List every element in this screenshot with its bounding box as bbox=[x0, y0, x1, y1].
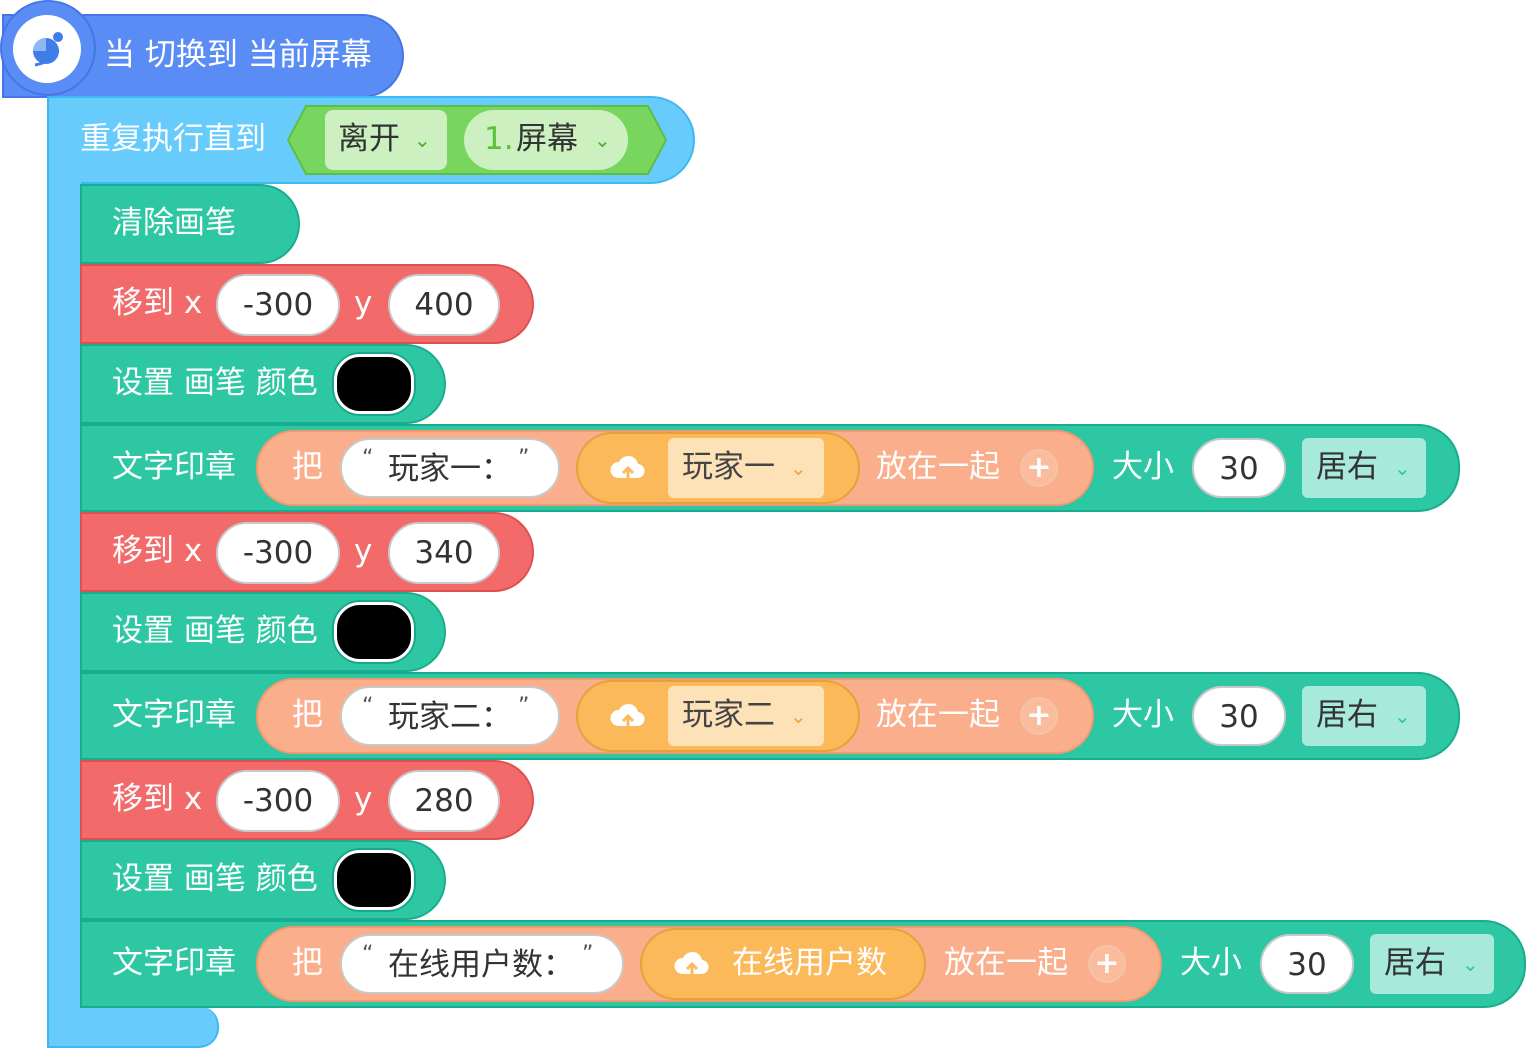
text-stamp-label: 文字印章 bbox=[112, 449, 236, 485]
y-label: y bbox=[354, 285, 373, 321]
plus-icon[interactable]: + bbox=[1020, 449, 1058, 487]
open-quote: “ bbox=[362, 446, 374, 471]
x-input[interactable]: -300 bbox=[216, 274, 340, 336]
screen-number: 1. bbox=[484, 121, 514, 157]
pen-color-label: 设置 画笔 颜色 bbox=[112, 613, 318, 649]
plus-icon[interactable]: + bbox=[1088, 945, 1126, 983]
x-input[interactable]: -300 bbox=[216, 522, 340, 584]
chevron-down-icon: ⌄ bbox=[1462, 952, 1479, 976]
y-input[interactable]: 400 bbox=[388, 274, 500, 336]
join-prefix: 把 bbox=[292, 697, 323, 733]
screen-dropdown[interactable] bbox=[464, 110, 628, 170]
text-input[interactable]: 玩家二： bbox=[340, 686, 560, 746]
pen-color-label: 设置 画笔 颜色 bbox=[112, 365, 318, 401]
close-quote: ” bbox=[582, 942, 594, 967]
cloud-upload-icon bbox=[608, 448, 648, 488]
join-prefix: 把 bbox=[292, 945, 323, 981]
cloud-upload-icon bbox=[672, 944, 712, 984]
join-suffix: 放在一起 bbox=[944, 945, 1068, 981]
y-input[interactable]: 340 bbox=[388, 522, 500, 584]
variable-dropdown[interactable] bbox=[668, 438, 824, 498]
align-value: 居右 bbox=[1316, 449, 1378, 485]
size-input[interactable]: 30 bbox=[1192, 438, 1286, 498]
event-dropdown[interactable] bbox=[325, 110, 447, 170]
chevron-down-icon: ⌄ bbox=[594, 128, 611, 152]
event-dropdown-value: 离开 bbox=[338, 121, 400, 157]
close-quote: ” bbox=[518, 694, 530, 719]
hat-label: 当 切换到 当前屏幕 bbox=[104, 37, 372, 73]
align-value: 居右 bbox=[1384, 945, 1446, 981]
x-input[interactable]: -300 bbox=[216, 770, 340, 832]
align-dropdown[interactable] bbox=[1302, 438, 1426, 498]
open-quote: “ bbox=[362, 694, 374, 719]
variable-name: 玩家一 bbox=[682, 449, 775, 485]
repeat-until-arm bbox=[47, 182, 81, 1048]
color-swatch[interactable] bbox=[334, 354, 414, 414]
size-input[interactable]: 30 bbox=[1192, 686, 1286, 746]
variable-name: 在线用户数 bbox=[732, 945, 887, 981]
plus-icon[interactable]: + bbox=[1020, 697, 1058, 735]
move-label: 移到 x bbox=[112, 781, 203, 817]
y-label: y bbox=[354, 533, 373, 569]
chevron-down-icon: ⌄ bbox=[1394, 456, 1411, 480]
size-input[interactable]: 30 bbox=[1260, 934, 1354, 994]
align-value: 居右 bbox=[1316, 697, 1378, 733]
clear-pen-label: 清除画笔 bbox=[112, 205, 236, 241]
y-label: y bbox=[354, 781, 373, 817]
variable-dropdown[interactable] bbox=[668, 686, 824, 746]
align-dropdown[interactable] bbox=[1370, 934, 1494, 994]
move-label: 移到 x bbox=[112, 533, 203, 569]
text-input[interactable]: 玩家一： bbox=[340, 438, 560, 498]
open-quote: “ bbox=[362, 942, 374, 967]
clear-pen-block[interactable] bbox=[80, 184, 300, 264]
screen-name: 屏幕 bbox=[516, 121, 578, 157]
join-prefix: 把 bbox=[292, 449, 323, 485]
join-suffix: 放在一起 bbox=[876, 449, 1000, 485]
y-input[interactable]: 280 bbox=[388, 770, 500, 832]
size-label: 大小 bbox=[1180, 945, 1242, 981]
size-label: 大小 bbox=[1112, 449, 1174, 485]
chevron-down-icon: ⌄ bbox=[790, 704, 807, 728]
align-dropdown[interactable] bbox=[1302, 686, 1426, 746]
chevron-down-icon: ⌄ bbox=[790, 456, 807, 480]
text-stamp-label: 文字印章 bbox=[112, 697, 236, 733]
cloud-upload-icon bbox=[608, 696, 648, 736]
chevron-down-icon: ⌄ bbox=[414, 128, 431, 152]
repeat-until-bottom bbox=[47, 1006, 219, 1048]
size-label: 大小 bbox=[1112, 697, 1174, 733]
join-suffix: 放在一起 bbox=[876, 697, 1000, 733]
repeat-until-label: 重复执行直到 bbox=[80, 121, 266, 157]
text-input[interactable]: 在线用户数： bbox=[340, 934, 624, 994]
move-label: 移到 x bbox=[112, 285, 203, 321]
color-swatch[interactable] bbox=[334, 850, 414, 910]
pen-color-label: 设置 画笔 颜色 bbox=[112, 861, 318, 897]
planet-satellite-icon bbox=[13, 15, 81, 83]
color-swatch[interactable] bbox=[334, 602, 414, 662]
variable-name: 玩家二 bbox=[682, 697, 775, 733]
chevron-down-icon: ⌄ bbox=[1394, 704, 1411, 728]
text-stamp-label: 文字印章 bbox=[112, 945, 236, 981]
close-quote: ” bbox=[518, 446, 530, 471]
